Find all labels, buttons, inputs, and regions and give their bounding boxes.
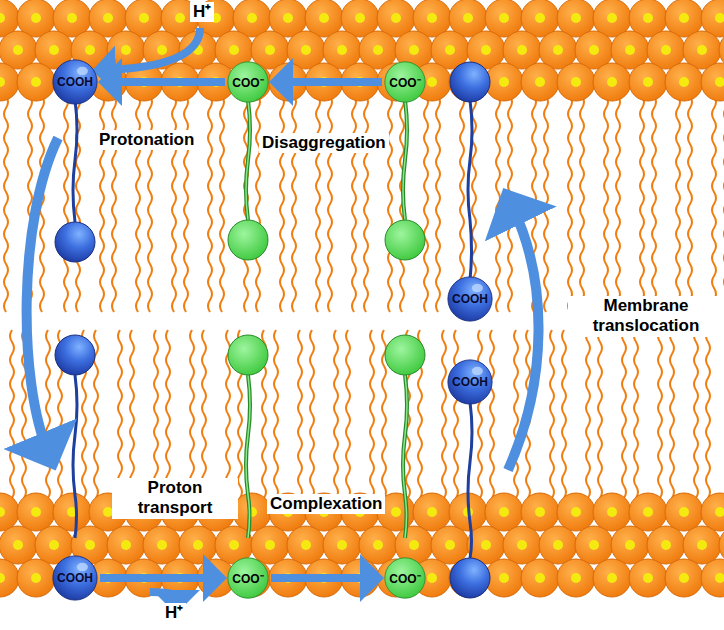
anionic-head: COO⁻ [384, 557, 426, 599]
anionic-head: COO⁻ [227, 61, 269, 103]
process-label: Complexation [267, 494, 385, 514]
molecule-chains [55, 62, 490, 598]
group-label: COOH [57, 571, 93, 585]
flow-arrow [285, 78, 382, 86]
flow-arrow [100, 574, 211, 582]
process-label: Disaggregation [259, 133, 389, 153]
group-label: COO⁻ [232, 570, 263, 587]
lipid-tails [0, 96, 724, 498]
process-label: H⁺ [190, 2, 214, 22]
flow-arrow [271, 574, 368, 582]
group-label: COOH [452, 375, 488, 389]
anionic-head: COO⁻ [227, 557, 269, 599]
protonated-head: COOH [447, 359, 493, 405]
process-label: H⁺ [162, 603, 186, 623]
group-label: COO⁻ [389, 74, 420, 91]
flow-arrow [114, 78, 225, 86]
group-label: COOH [57, 75, 93, 89]
process-label: Protonation [96, 130, 197, 150]
group-label: COOH [452, 292, 488, 306]
anionic-head: COO⁻ [384, 61, 426, 103]
process-arrows [27, 28, 539, 598]
lipid-heads [0, 0, 724, 597]
protonated-head: COOH [447, 276, 493, 322]
protonated-head: COOH [52, 59, 98, 105]
process-label: Membrane translocation [568, 296, 724, 337]
group-label: COO⁻ [389, 570, 420, 587]
process-label: Proton transport [112, 478, 238, 519]
group-label: COO⁻ [232, 74, 263, 91]
protonated-head: COOH [52, 555, 98, 601]
